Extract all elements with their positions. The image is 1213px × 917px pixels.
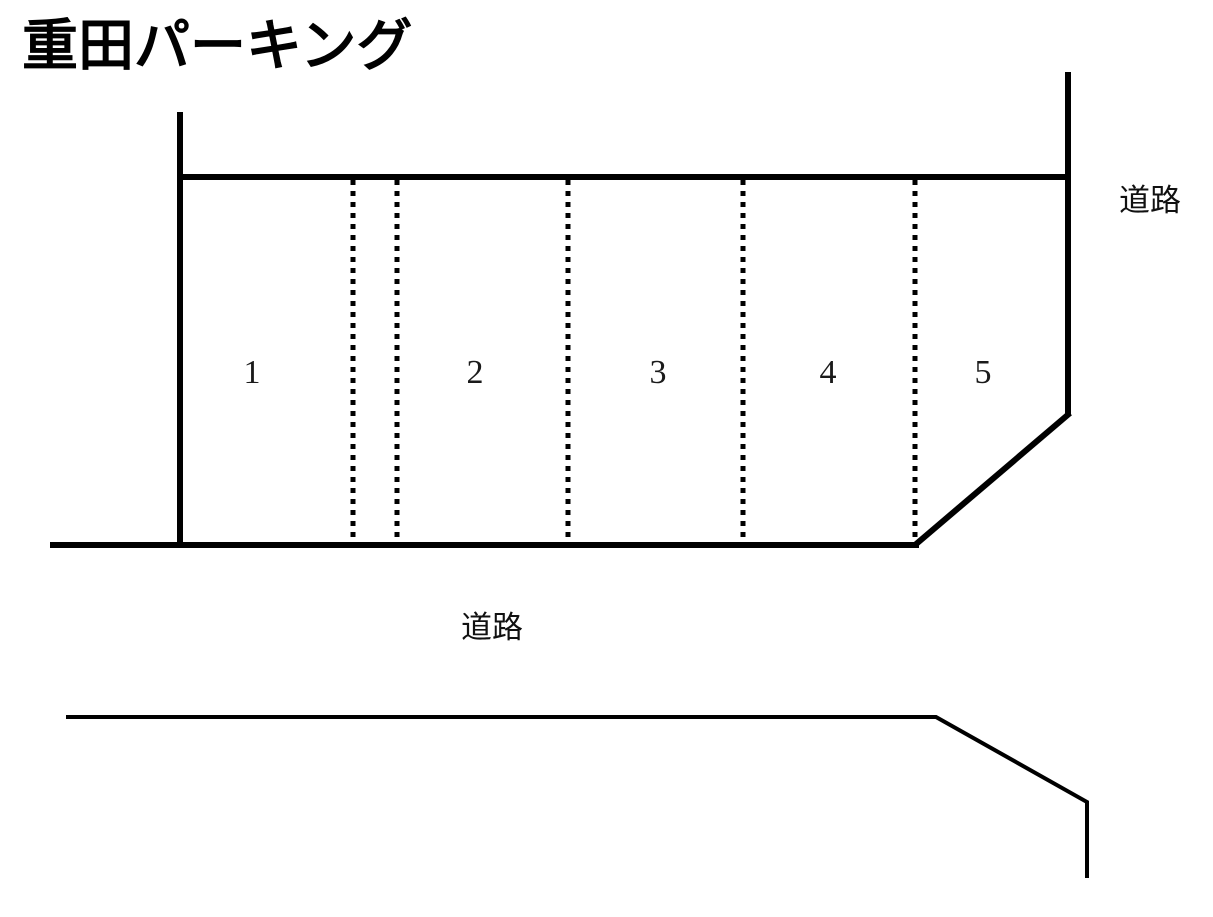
stall-numbers: 1 2 3 4 5 [244,354,992,391]
lower-road-boundary [66,715,1089,878]
road-label-bottom: 道路 [461,610,523,645]
stall-number-5: 5 [975,354,992,391]
lot-outline [50,72,1072,548]
stall-number-1: 1 [244,354,261,391]
lot-corner-chamfer [913,410,1072,548]
road-label-right: 道路 [1119,183,1181,218]
stall-number-2: 2 [467,354,484,391]
lower-road-polyline [66,715,1089,878]
page-title: 重田パーキング [22,13,413,79]
road-labels: 道路 道路 [461,183,1181,645]
stall-number-3: 3 [650,354,667,391]
stall-number-4: 4 [820,354,837,391]
